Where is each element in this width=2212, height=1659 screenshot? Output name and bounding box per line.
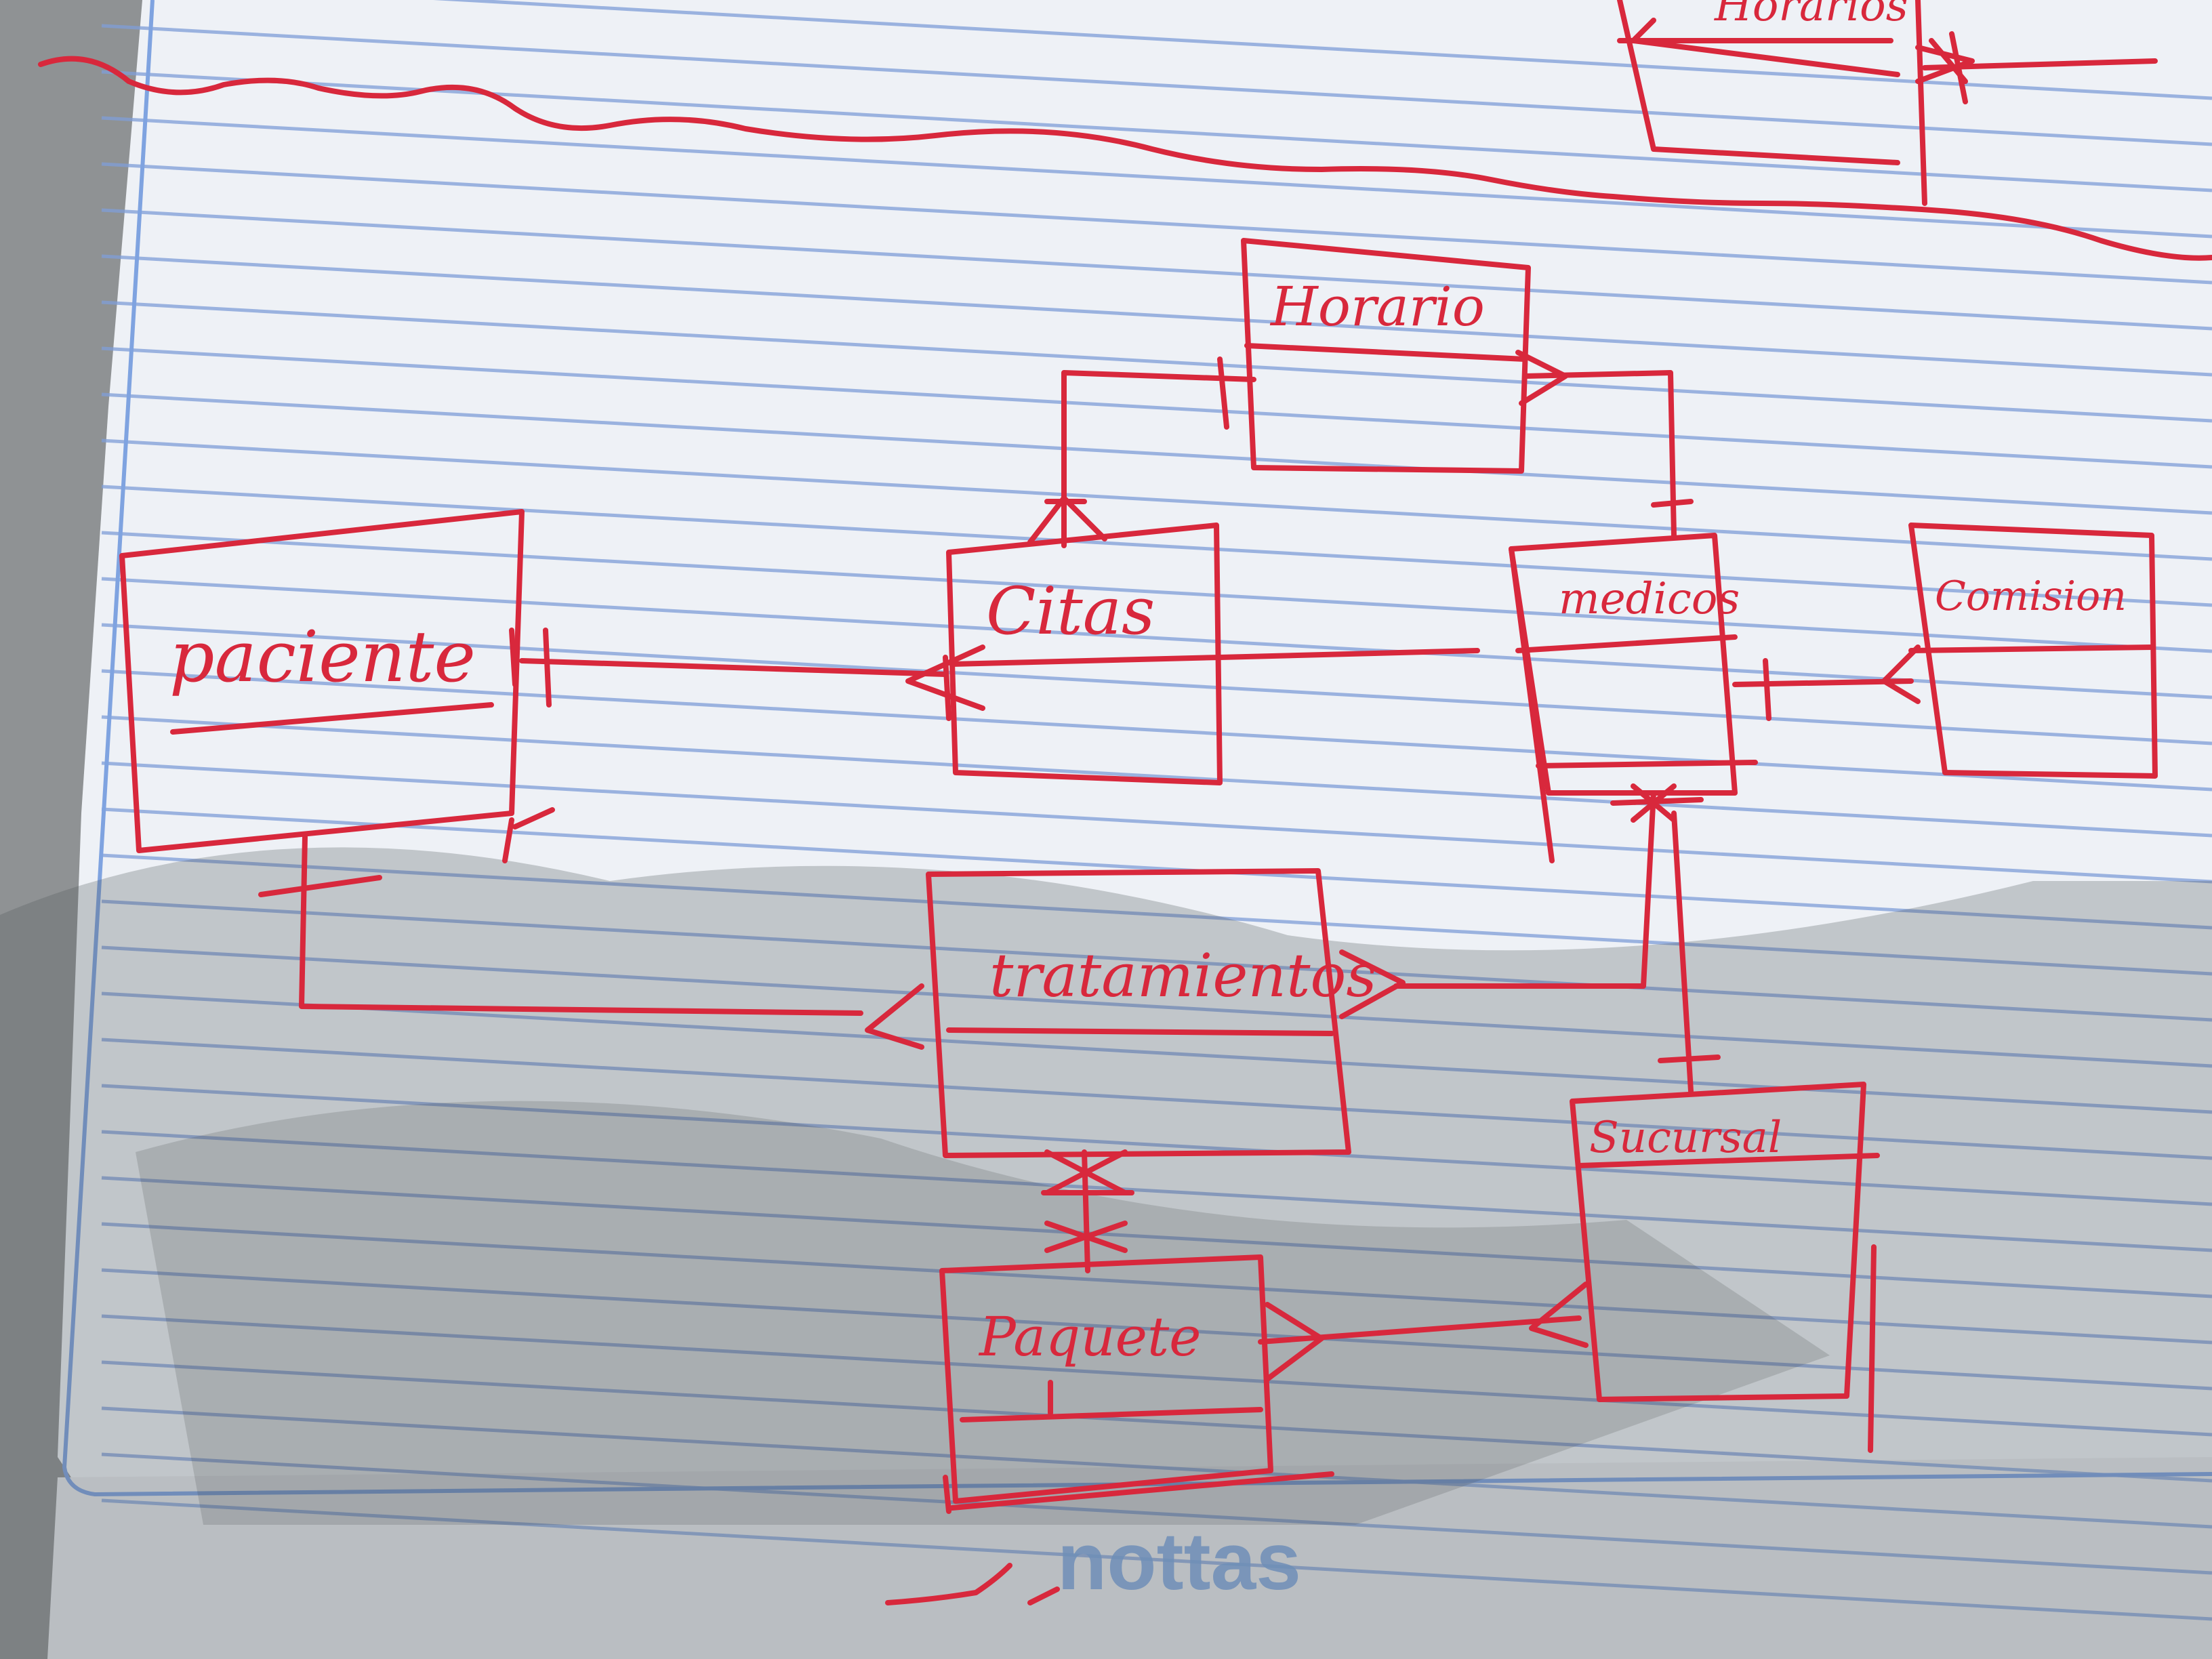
entity-label-sucursal: Sucursal	[1589, 1113, 1782, 1163]
ruled-line	[101, 24, 2212, 146]
crows-foot-citas	[905, 644, 985, 721]
ruled-line	[101, 438, 2212, 561]
ruled-line	[101, 1452, 2212, 1575]
ruled-line	[101, 577, 2212, 699]
ruled-line	[101, 1222, 2212, 1345]
ruled-line	[101, 1268, 2212, 1391]
ruled-line	[101, 1130, 2212, 1252]
ruled-line	[101, 1406, 2212, 1529]
entity-label-paciente: paciente	[169, 615, 476, 698]
crows-foot-comision	[1881, 644, 1921, 704]
ruled-line	[101, 853, 2212, 976]
entity-label-horarios-top: Horarios	[1714, 0, 1908, 31]
margin-line	[62, 0, 2212, 1497]
relationship-medicos-sucursal	[1658, 811, 1721, 1094]
ruled-line	[101, 208, 2212, 331]
crows-foot-horario	[1515, 350, 1568, 406]
crows-foot-sucursal	[1529, 1282, 1589, 1348]
crows-foot-many	[1915, 31, 1975, 104]
ruled-line	[101, 116, 2212, 239]
ruled-line	[101, 945, 2212, 1068]
ruled-line	[101, 300, 2212, 423]
notebook-page	[58, 0, 2212, 1498]
entity-paciente	[119, 509, 555, 863]
entity-label-comision: Comision	[1935, 573, 2127, 620]
ruled-line	[433, 0, 2212, 100]
entity-label-horario: Horario	[1269, 275, 1485, 338]
ruled-line	[101, 1360, 2212, 1483]
ruled-line	[101, 162, 2212, 285]
entity-label-citas: Citas	[986, 573, 1155, 649]
crows-foot-tratamientos-right	[1339, 949, 1406, 1019]
relationship-paciente-citas	[509, 628, 948, 708]
entity-comision	[1908, 523, 2158, 779]
ruled-line	[101, 991, 2212, 1114]
ruled-line	[101, 715, 2212, 838]
ruled-line	[101, 254, 2212, 377]
entity-horario	[1241, 238, 1531, 474]
ruled-line	[101, 899, 2212, 1022]
ruled-line	[101, 623, 2212, 745]
relationship-sucursal-paquete	[1258, 1315, 1582, 1345]
ruled-line	[101, 1176, 2212, 1298]
relationship-citas-medicos	[1217, 648, 1480, 660]
crows-foot-paquete	[1265, 1302, 1324, 1382]
ruled-line	[101, 761, 2212, 884]
wavy-divider-line	[38, 56, 2212, 261]
entity-medicos	[1509, 533, 1758, 863]
ruled-line	[101, 485, 2212, 607]
ruled-line	[101, 1314, 2212, 1437]
entity-tratamientos	[926, 868, 1351, 1158]
pen-mark	[885, 1563, 1060, 1605]
entity-paquete	[939, 1254, 1334, 1514]
crows-foot-tratamientos-paquete	[1041, 1149, 1134, 1253]
notebook-brand-logo: nottas	[1057, 1516, 1301, 1607]
hand-shadow	[0, 847, 2212, 1659]
entity-label-medicos: medicos	[1559, 574, 1740, 624]
crows-foot-tratamientos-left	[865, 983, 924, 1050]
crows-foot-citas-top	[1027, 495, 1107, 545]
crows-foot-medicos-bottom	[1610, 783, 1704, 823]
ruled-line	[101, 807, 2212, 930]
ruled-lines	[101, 0, 2212, 1621]
relationship-citas-horario	[1061, 356, 1256, 548]
hand-shadow-deep	[136, 1101, 1830, 1525]
ruled-line	[101, 1498, 2212, 1621]
relationship-horario-medicos	[1522, 370, 1694, 538]
ruled-line	[101, 669, 2212, 792]
entity-label-paquete: Paquete	[978, 1305, 1202, 1368]
ruled-line	[101, 392, 2212, 515]
entity-label-tratamientos: tratamientos	[989, 941, 1377, 1010]
relationship-medicos-tratamientos	[1393, 790, 1656, 989]
ruled-line	[101, 531, 2212, 653]
relationship-paciente-tratamientos	[258, 834, 863, 1016]
ruled-line	[101, 346, 2212, 469]
entity-horarios-top	[1617, 0, 2158, 206]
ruled-line	[101, 70, 2212, 192]
entity-sucursal	[1570, 1082, 1880, 1453]
